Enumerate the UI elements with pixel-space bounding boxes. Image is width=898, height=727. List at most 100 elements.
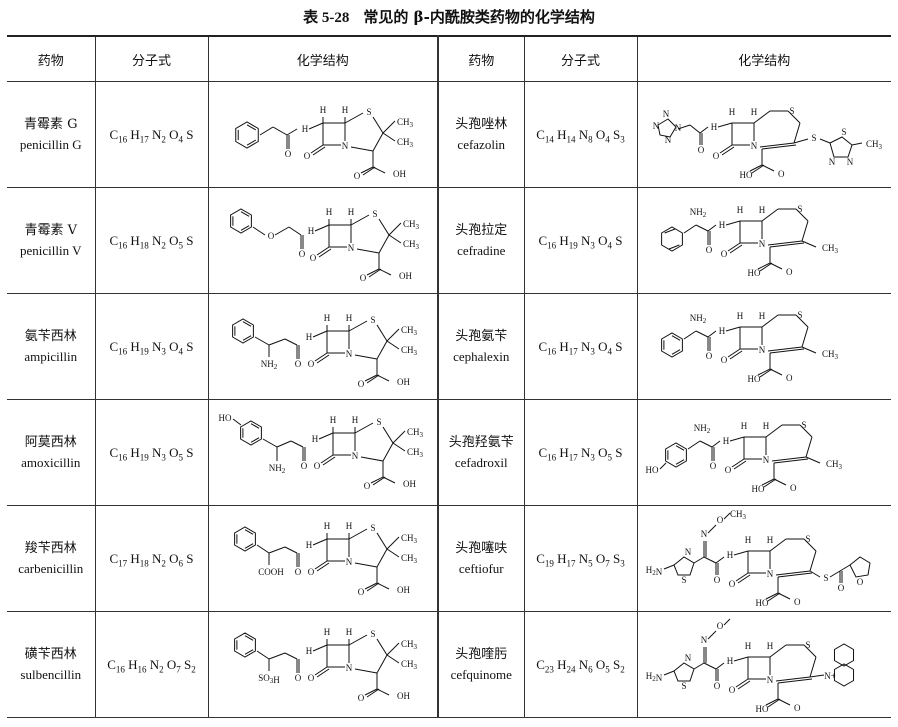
amide-h: H [727,550,734,560]
carbonyl-oxygen: O [358,693,365,703]
carbonyl-oxygen: O [364,481,371,491]
right-formula-cell: C19 H17 N5 O7 S3 [524,505,638,612]
carbonyl-oxygen: O [714,681,721,691]
sulfur-label: S [812,133,817,143]
left-formula-cell: C17 H18 N2 O6 S [95,505,209,612]
sulfur-label: S [802,420,807,430]
ring-nitrogen: N [751,141,758,151]
molecular-formula: C16 H18 N2 O5 S [109,233,194,251]
hydroxyl-label: HO [756,704,769,714]
molecular-formula: C23 H24 N6 O5 S2 [536,657,625,675]
drug-name-zh: 磺苄西林 [24,646,77,662]
ring-nitrogen: N [352,451,359,461]
carbonyl-oxygen: O [295,359,302,369]
lactam-oxygen: O [721,249,728,259]
header-structure-right: 化学结构 [637,35,891,82]
methyl-label: CH3 [401,533,418,545]
carbonyl-oxygen: O [285,149,292,159]
molecular-formula: C14 H14 N8 O4 S3 [536,127,625,145]
right-formula-cell: C14 H14 N8 O4 S3 [524,81,638,188]
carbonyl-oxygen: O [790,483,797,493]
sulfur-label: S [806,640,811,650]
ring-nitrogen: N [829,157,836,167]
sulfur-label: S [376,417,381,427]
drug-name-en: ampicillin [24,348,78,364]
h-label: H [346,627,353,637]
amide-h: H [723,436,730,446]
h-label: H [352,415,359,425]
h-label: H [767,535,774,545]
methyl-label: CH3 [401,553,418,565]
h-label: H [346,521,353,531]
ring-nitrogen: N [348,243,355,253]
amide-h: H [302,124,309,134]
carboxyl-label: COOH [258,567,284,577]
molecular-formula: C16 H16 N2 O7 S2 [107,657,196,675]
carbonyl-oxygen: O [794,703,801,713]
lactam-oxygen: O [314,461,321,471]
carbonyl-oxygen: O [358,379,365,389]
drug-name-en: amoxicillin [21,454,81,470]
ring-nitrogen: N [767,675,774,685]
ring-nitrogen: N [346,349,353,359]
hydroxyl-label: OH [397,691,410,701]
h-label: H [737,311,744,321]
header-formula-right: 分子式 [524,35,638,82]
oxime-nitrogen: N [701,635,708,645]
molecular-formula: C16 H19 N3 O5 S [109,445,194,463]
amine-label: NH2 [690,207,707,219]
amide-h: H [306,332,313,342]
ring-nitrogen: N [675,123,682,133]
ring-nitrogen: N [759,345,766,355]
molecular-formula: C16 H17 N3 O4 S [538,339,623,357]
sulfur-label: S [806,534,811,544]
sulfur-label: S [798,204,803,214]
ring-nitrogen: N [342,141,349,151]
drug-name-en: cephalexin [453,348,510,364]
carbonyl-oxygen: O [295,673,302,683]
h-label: H [745,641,752,651]
oxime-oxygen: O [717,621,724,631]
left-formula-cell: C16 H16 N2 O7 S2 [95,611,209,718]
carbonyl-oxygen: O [698,145,705,155]
drug-name-en: penicillin V [19,242,82,258]
amide-h: H [719,220,726,230]
amide-h: H [306,646,313,656]
methyl-label: CH3 [826,459,843,471]
carbonyl-oxygen: O [299,249,306,259]
sulfur-label: S [370,315,375,325]
sulfur-label: S [842,127,847,137]
carbonyl-oxygen: O [301,461,308,471]
ring-nitrogen: N [663,109,670,119]
amide-h: H [727,656,734,666]
h-label: H [324,313,331,323]
header-formula-left: 分子式 [95,35,209,82]
hydroxyl-label: OH [393,169,406,179]
hydroxyl-label: HO [752,484,765,494]
methyl-label: CH3 [822,243,839,255]
carbonyl-oxygen: O [786,267,793,277]
hydroxyl-label: HO [748,374,761,384]
h-label: H [763,421,770,431]
amine-label: NH2 [269,463,286,475]
